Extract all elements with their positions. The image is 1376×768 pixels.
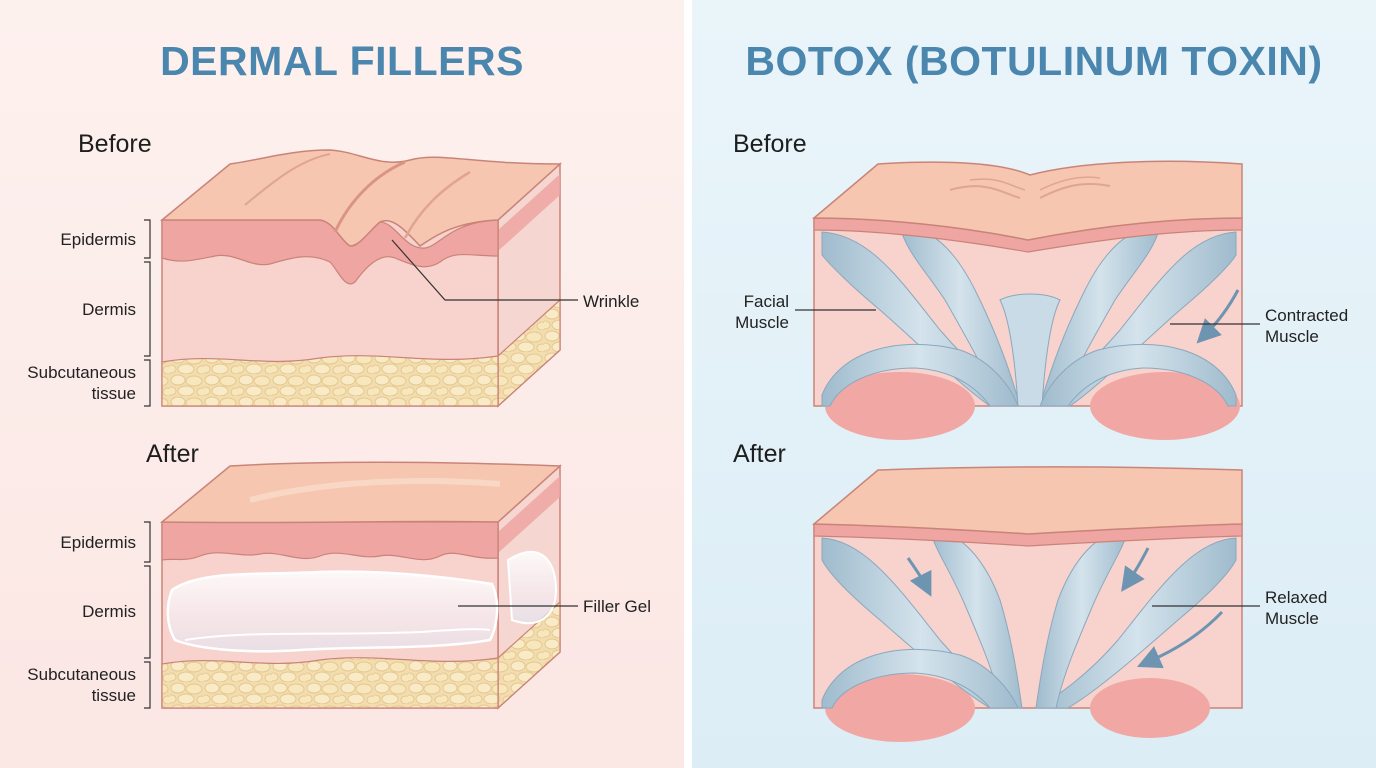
wrinkle-label: Wrinkle: [583, 292, 640, 311]
botox-before-callout-lines: [795, 309, 1260, 325]
contracted-muscle-label: Contracted Muscle: [1265, 306, 1349, 346]
fillers-after-layer-brackets: [144, 521, 151, 709]
botox-after-heading: After: [733, 440, 786, 468]
dermis-label: Dermis: [82, 602, 136, 621]
botox-before-muscle-block: [811, 160, 1243, 440]
epidermis-label: Epidermis: [60, 230, 136, 249]
epidermis-label: Epidermis: [60, 533, 136, 552]
fillers-before-heading: Before: [78, 130, 152, 158]
facial-muscle-label: Facial Muscle: [735, 292, 789, 332]
dermal-fillers-title: DERMAL FILLERS: [160, 38, 524, 84]
relaxed-arrows: [906, 547, 1224, 669]
fillers-before-layer-brackets: [144, 219, 151, 407]
contracted-arrow: [1196, 289, 1240, 344]
subcutaneous-tissue-label: Subcutaneous tissue: [27, 665, 136, 705]
panel-divider: [684, 0, 692, 768]
fillers-before-skin-block: [159, 149, 562, 408]
wrinkle-callout-line: [391, 239, 578, 301]
fillers-after-heading: After: [146, 440, 199, 468]
subcutaneous-tissue-label: Subcutaneous tissue: [27, 363, 136, 403]
relaxed-muscle-label: Relaxed Muscle: [1265, 588, 1328, 628]
botox-before-heading: Before: [733, 130, 807, 158]
filler-gel-label: Filler Gel: [583, 597, 652, 616]
botox-after-muscle-block: [812, 466, 1243, 742]
fillers-after-skin-block: [159, 461, 562, 710]
botox-title: BOTOX (BOTULINUM TOXIN): [745, 38, 1323, 84]
dermis-label: Dermis: [82, 300, 136, 319]
